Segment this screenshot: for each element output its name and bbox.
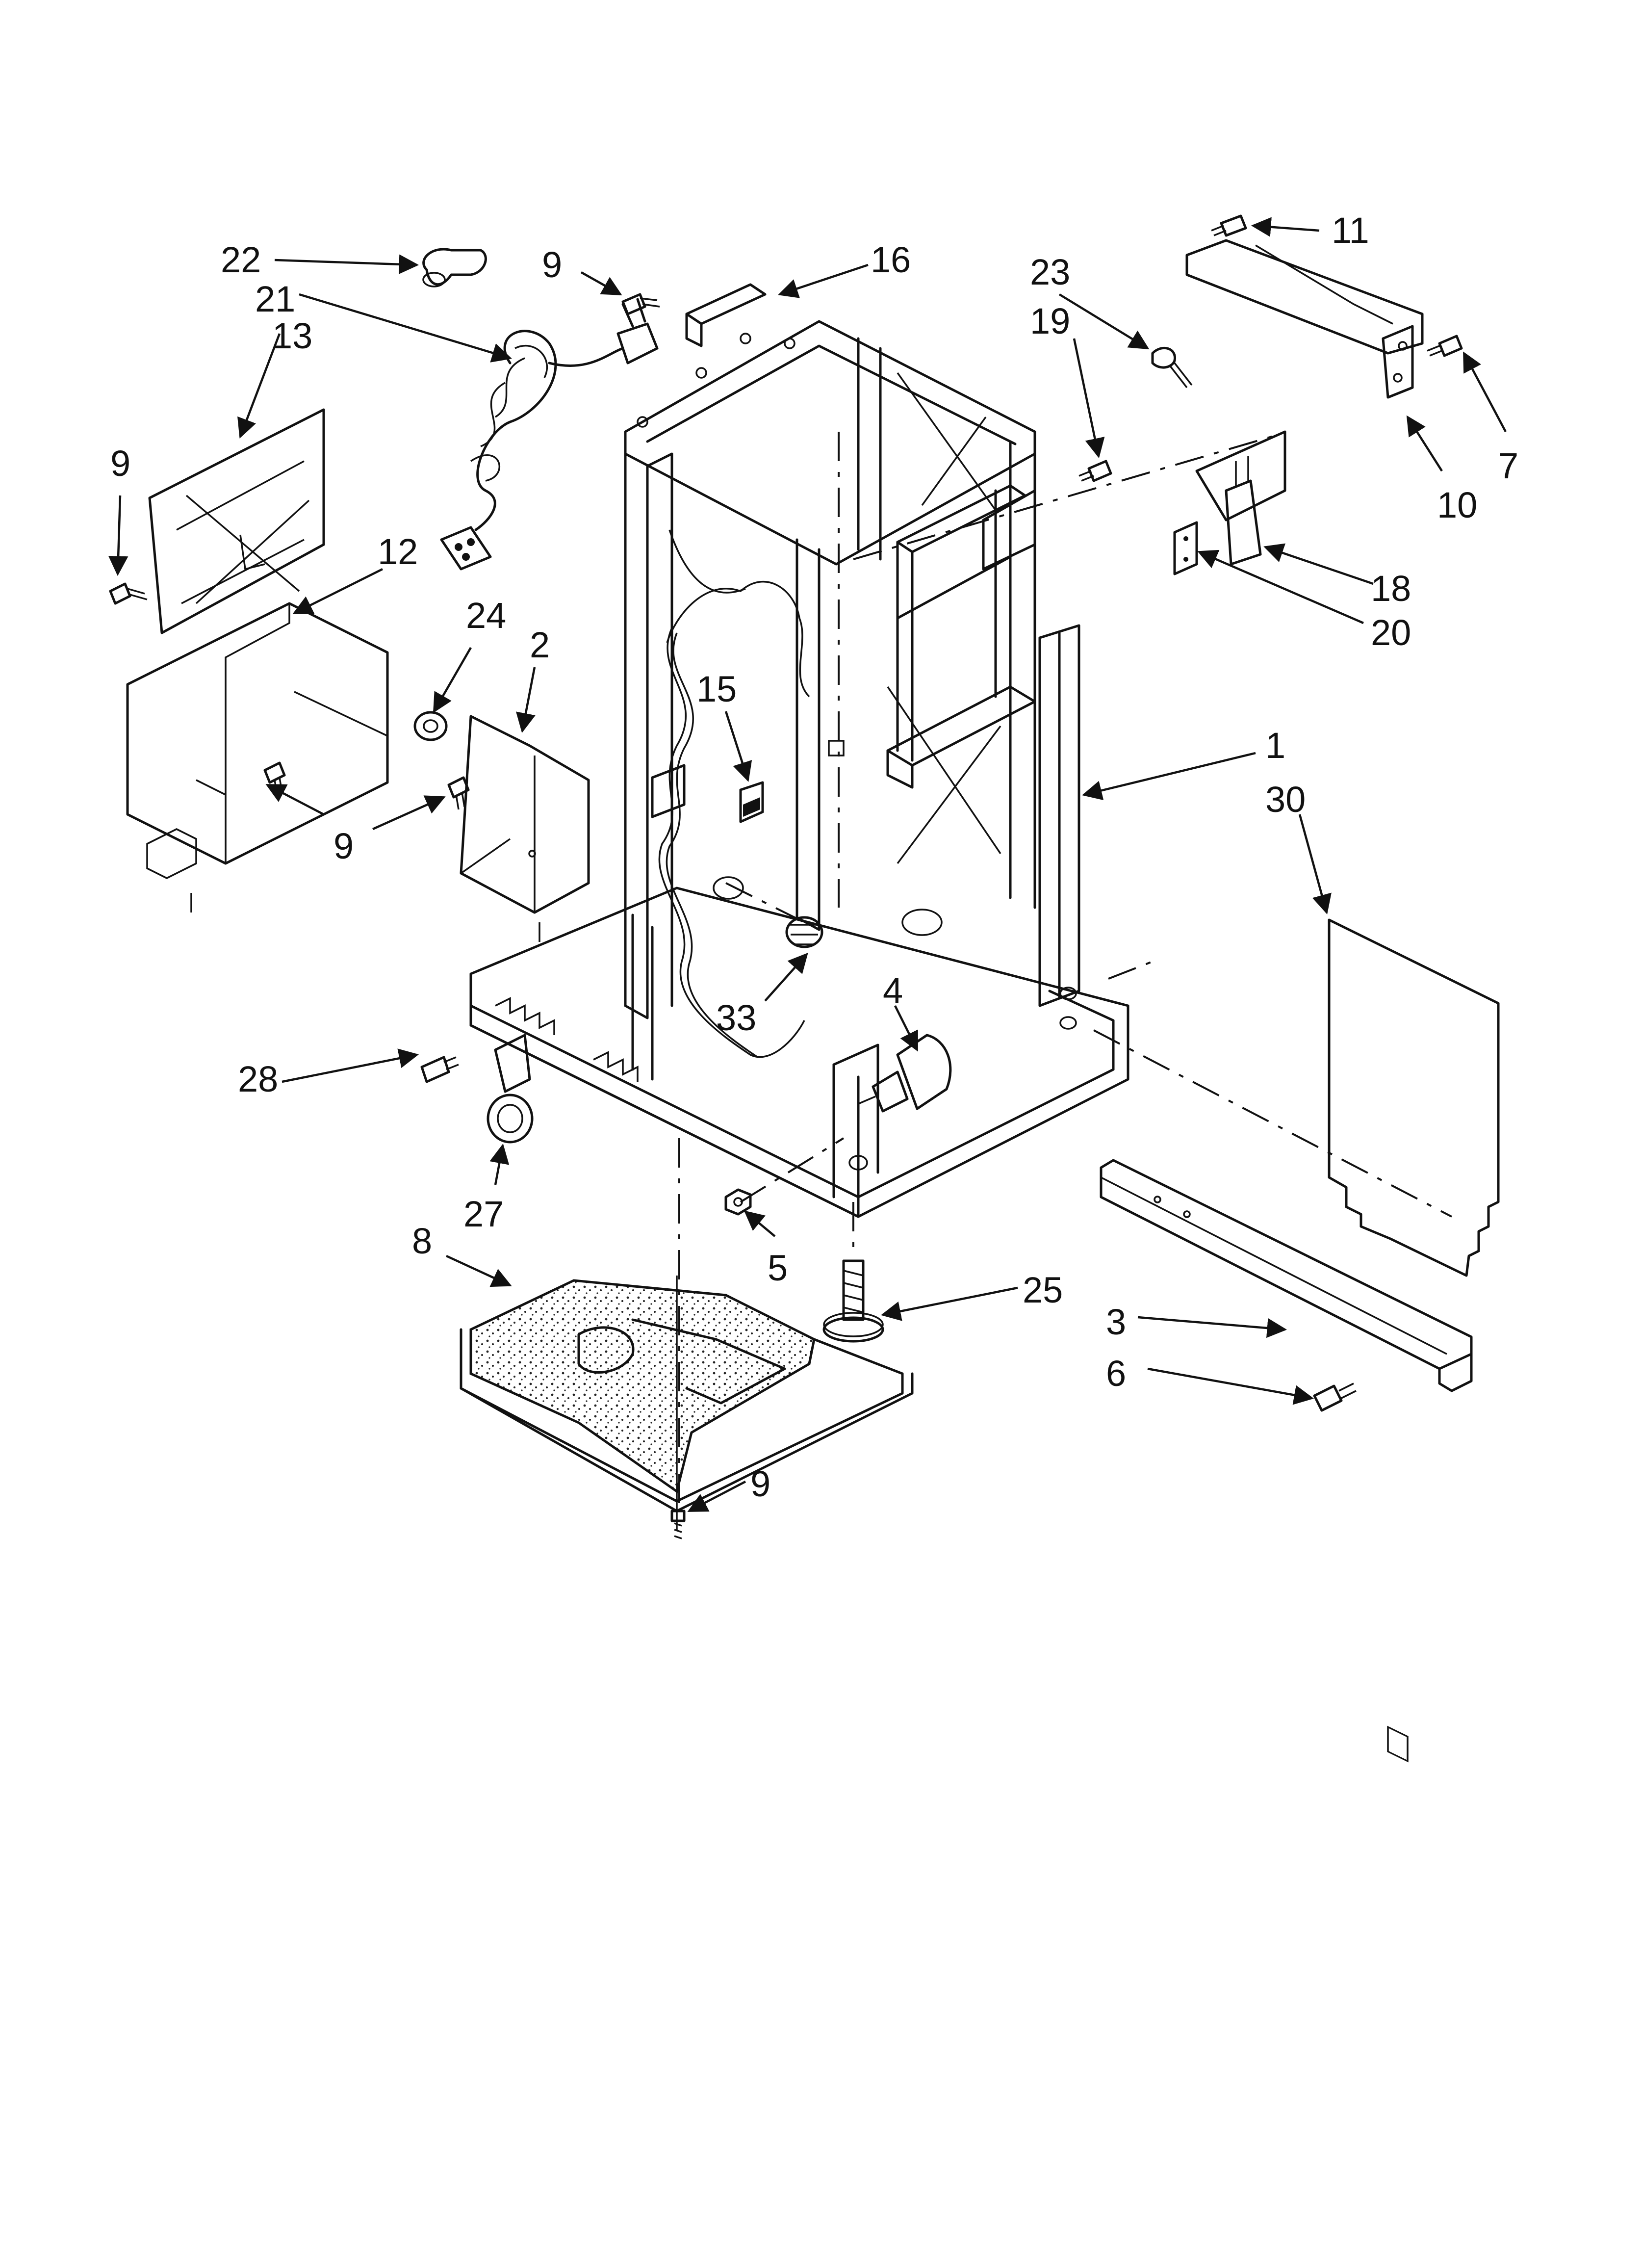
toe-plate-part <box>1100 1159 1473 1392</box>
power-cord-part <box>440 298 659 571</box>
cord-clamp-part <box>422 248 487 287</box>
screw-9-bracket-part <box>447 776 470 810</box>
screw-11-part <box>1211 214 1247 237</box>
bumper-part <box>785 916 823 948</box>
callout-23: 23 <box>1030 252 1070 292</box>
bracket-part <box>460 715 590 942</box>
callout-labels: 22 21 13 9 9 16 23 19 11 7 10 12 24 2 15… <box>110 210 1518 1504</box>
side-shield-part <box>126 602 389 912</box>
screw-7-part <box>1427 335 1463 357</box>
callout-8: 8 <box>412 1221 432 1261</box>
rear-panel-part <box>148 408 325 634</box>
callout-13: 13 <box>272 315 312 356</box>
leveling-leg-part <box>822 1259 884 1343</box>
callout-1: 1 <box>1265 725 1285 766</box>
callout-21: 21 <box>255 279 295 319</box>
callout-19: 19 <box>1030 301 1070 341</box>
screw-6-part <box>1313 1382 1357 1412</box>
callout-33: 33 <box>716 997 756 1038</box>
callout-9-left: 9 <box>110 443 130 484</box>
callout-15: 15 <box>696 669 737 709</box>
top-brace-part <box>1185 239 1424 399</box>
nut-part <box>724 1188 752 1216</box>
callout-10: 10 <box>1437 485 1477 525</box>
screw-19-part <box>1078 460 1112 482</box>
callout-27: 27 <box>463 1194 504 1234</box>
callout-12: 12 <box>378 531 418 572</box>
wire-clip-part <box>739 781 764 823</box>
callout-9-shield: 9 <box>334 826 354 866</box>
callout-9-bottom: 9 <box>750 1463 770 1504</box>
callout-11: 11 <box>1332 210 1369 251</box>
screw-28-part <box>420 1056 459 1083</box>
cabinet-frame <box>469 320 1129 1218</box>
grommet-part <box>413 711 448 741</box>
callout-18: 18 <box>1371 568 1411 609</box>
callout-22: 22 <box>221 239 261 280</box>
top-bracket-part <box>685 283 767 347</box>
explode-lines <box>678 432 1452 1506</box>
callout-24: 24 <box>466 595 506 636</box>
base-pan-part <box>460 1276 914 1531</box>
callout-5: 5 <box>768 1248 788 1288</box>
leader-lines <box>108 217 1507 1512</box>
callout-25: 25 <box>1023 1270 1063 1310</box>
screw-9-top-part <box>621 293 660 315</box>
callout-28: 28 <box>238 1059 278 1099</box>
door-switch-part <box>1195 430 1286 566</box>
motor-part <box>858 1034 952 1113</box>
callout-30: 30 <box>1265 779 1306 820</box>
caster-part <box>487 1034 534 1144</box>
screw-9-left-part <box>109 582 148 605</box>
switch-plate-part <box>1173 521 1198 575</box>
callout-6: 6 <box>1106 1353 1126 1394</box>
callout-20: 20 <box>1371 612 1411 653</box>
screw-23-part <box>1151 346 1193 389</box>
callout-7: 7 <box>1498 445 1518 486</box>
screw-9-bottom-part <box>670 1510 686 1539</box>
callout-9-top: 9 <box>542 244 562 285</box>
callout-3: 3 <box>1106 1302 1126 1342</box>
front-panel-part <box>1328 918 1500 1763</box>
callout-2: 2 <box>530 625 550 665</box>
callout-16: 16 <box>871 239 911 280</box>
callout-4: 4 <box>883 970 903 1011</box>
